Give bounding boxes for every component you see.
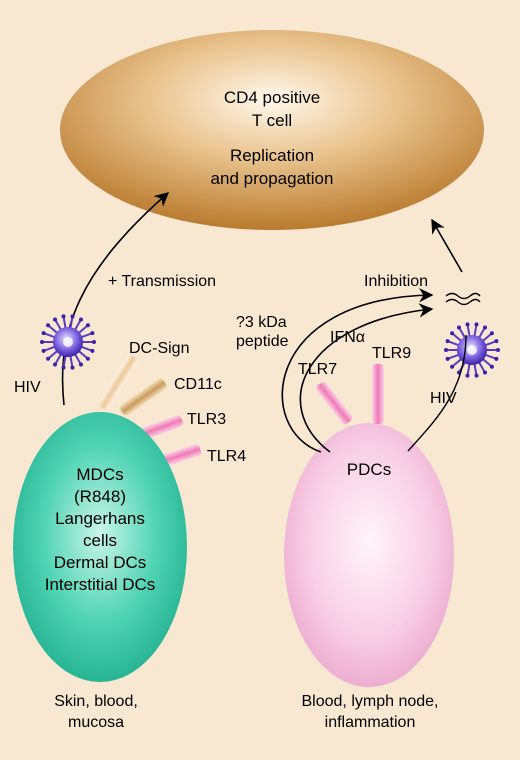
cd4-t-cell: CD4 positive T cell Replication and prop…	[60, 30, 484, 230]
tcell-line2: T cell	[252, 111, 292, 130]
tcell-line4: and propagation	[211, 169, 334, 188]
pdc-cell: PDCs	[284, 423, 454, 687]
mdc-line4: cells	[83, 531, 117, 550]
peptide-line2: peptide	[236, 333, 289, 350]
dc-sign-label: DC-Sign	[129, 340, 189, 357]
transmission-label: + Transmission	[108, 273, 216, 290]
mdc-line6: Interstitial DCs	[45, 575, 156, 594]
tlr4-label: TLR4	[207, 448, 246, 465]
mdc-location-line2: mucosa	[68, 714, 124, 731]
tlr9-label: TLR9	[372, 345, 411, 362]
mdc-location-line1: Skin, blood,	[54, 693, 138, 710]
hiv-left-label: HIV	[14, 379, 41, 396]
mdc-cell: MDCs (R848) Langerhans cells Dermal DCs …	[13, 412, 187, 682]
pdc-location-line2: inflammation	[325, 714, 416, 731]
tlr3-label: TLR3	[187, 411, 226, 428]
tlr9-receptor-icon	[372, 364, 384, 424]
cd11c-label: CD11c	[174, 376, 222, 393]
inhibition-label: Inhibition	[364, 273, 428, 290]
tcell-line1: CD4 positive	[224, 88, 320, 107]
tlr7-label: TLR7	[298, 361, 337, 378]
hiv-link-line	[407, 334, 467, 452]
mdc-line1: MDCs	[76, 465, 123, 484]
hiv-right-label: HIV	[430, 390, 457, 407]
ifn-label: IFNα	[330, 329, 365, 346]
mdc-line5: Dermal DCs	[54, 553, 147, 572]
inhibition-arrow-outer	[281, 288, 434, 453]
inhibition-arrow-inner	[299, 303, 434, 453]
mdc-line2: (R848)	[74, 487, 126, 506]
tlr7-receptor-icon	[316, 382, 353, 425]
wavy-break-icon	[445, 292, 481, 306]
peptide-line1: ?3 kDa	[236, 314, 287, 331]
hiv-virus-icon	[444, 322, 500, 378]
hiv-virus-icon	[40, 314, 96, 370]
dc-sign-receptor-icon	[98, 355, 138, 410]
transmission-arrow	[61, 192, 170, 406]
mdc-line3: Langerhans	[55, 509, 145, 528]
blocked-replication-arrow	[431, 218, 463, 273]
tcell-line3: Replication	[230, 146, 314, 165]
cd11c-receptor-icon	[120, 378, 167, 416]
pdc-label: PDCs	[347, 460, 391, 479]
pdc-location-line1: Blood, lymph node,	[302, 693, 439, 710]
